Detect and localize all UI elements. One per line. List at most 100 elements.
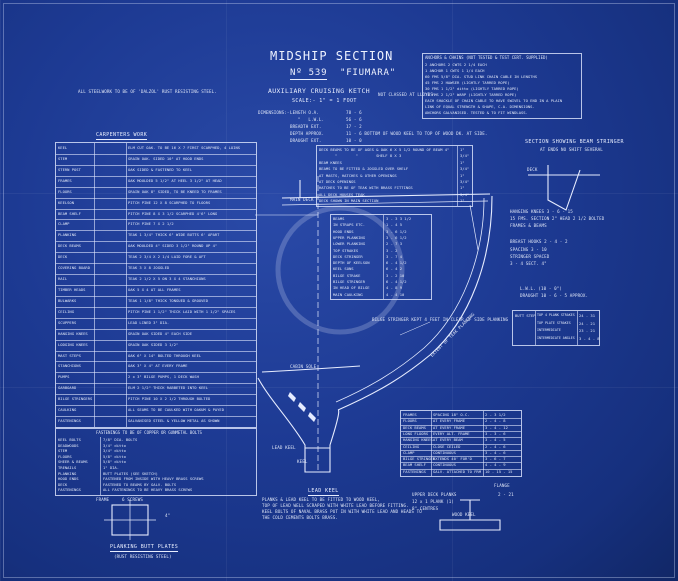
spacing-label: 4" bbox=[165, 513, 171, 518]
anchors-line: EACH SHACKLE OF CHAIN CABLE TO HAVE SWIV… bbox=[425, 98, 563, 103]
sheet-border bbox=[3, 3, 675, 578]
beam-value: 3/4" bbox=[460, 179, 470, 184]
butt-key: TOP 4 PLANK STRAKES bbox=[537, 313, 575, 317]
table-row-divider bbox=[401, 462, 521, 464]
scantling-key: BILGE STRINGER bbox=[333, 279, 366, 284]
lwl-label: L.W.L. (10 - 0") bbox=[520, 286, 562, 291]
beam-row: BEAMS TO BE FITTED & JOGGLED OVER SHELF bbox=[319, 166, 409, 172]
table-row-divider bbox=[56, 186, 256, 188]
carpenters-value: PITCH PINE 8 X 3 1/2 SCARPHED 4'6" LONG bbox=[128, 210, 218, 216]
anchors-line: 45 FMS 2 HAWSER (LIGHTLY TARRED ROPE) bbox=[425, 80, 510, 85]
stringer-label: STRINGER SPACED bbox=[510, 254, 550, 259]
table-row-divider bbox=[56, 372, 256, 374]
table-row-divider bbox=[401, 468, 521, 470]
scantling-value: 3 - 7 4 bbox=[386, 253, 403, 259]
block-label: WOOD KEEL bbox=[452, 512, 476, 517]
stringer-detail bbox=[547, 165, 581, 211]
dimension-value: 78 - 6 bbox=[346, 110, 362, 115]
frame-key: FRAMES bbox=[403, 412, 417, 417]
frame-size: 10 - 15 - 15 bbox=[485, 468, 513, 474]
carpenters-value: OAK 3" X 4" AT EVERY FRAME bbox=[128, 363, 188, 369]
butt-value: 23 - 21 bbox=[579, 328, 596, 333]
stringer-label: BREAST HOOKS 2 - 4 - 2 bbox=[510, 239, 568, 244]
dimension-value: 17 - 2 bbox=[346, 124, 362, 129]
scantling-key: MAIN CAULKING bbox=[333, 291, 363, 297]
table-row-divider bbox=[56, 153, 256, 155]
table-row-divider bbox=[56, 306, 256, 308]
scantling-value: 4 - 8 9 bbox=[386, 285, 403, 291]
table-row-divider bbox=[56, 361, 256, 363]
scantling-key: HOOD ENDS bbox=[333, 228, 354, 234]
dimension-key: LENGTH O.A. bbox=[290, 110, 319, 115]
column-divider bbox=[535, 311, 536, 345]
scale-label: SCALE:- 1" = 1 FOOT bbox=[292, 98, 357, 104]
frame-value: AT EVERY FRAME bbox=[433, 418, 466, 424]
frame-key: CEILING bbox=[403, 443, 420, 449]
steel-note: ALL STEELWORK TO BE OF 'DALZOL' RUST RES… bbox=[78, 89, 217, 94]
table-row-divider bbox=[401, 437, 521, 439]
frame-size: 2 - 3 1/2 bbox=[485, 412, 506, 417]
dimension-value: 10 - 0 bbox=[346, 138, 362, 143]
keel-hatching bbox=[288, 392, 316, 422]
anchors-line: 2 ANCHORS 2 CWTS 2 1/4 EACH bbox=[425, 62, 487, 67]
stringer-label: 15 FMS. SECTION 2" HEAD 2 1/2 BOLTED bbox=[510, 216, 605, 221]
table-row-divider bbox=[401, 418, 521, 420]
scantling-value: 3 - 6 1/2 bbox=[386, 234, 407, 240]
carpenters-value: TEAK 2 1/2 X 5 ON 3 X 4 STANCHIONS bbox=[128, 276, 206, 282]
butt-step-title: BUTT STEP bbox=[515, 313, 536, 318]
frame-size: 3 - 4 - 6 bbox=[485, 449, 506, 455]
carpenters-key: FRAMES bbox=[58, 177, 72, 183]
table-row-divider bbox=[56, 295, 256, 297]
carpenters-key: STANCHIONS bbox=[58, 363, 81, 369]
frame-key: FASTENINGS bbox=[403, 468, 426, 474]
frame-value: GALV. ATTACHED TO FRM bbox=[433, 468, 482, 474]
scantling-key: TOP STRAKES bbox=[333, 247, 359, 253]
carpenters-key: CEILING bbox=[58, 308, 75, 314]
fastening-key: TRENAILS bbox=[58, 465, 77, 470]
leader-line bbox=[399, 321, 431, 336]
table-row-divider bbox=[56, 416, 256, 418]
lead-keel-line: PLANKS & LEAD KEEL TO BE FITTED TO WOOD … bbox=[262, 497, 380, 502]
butt-key: INTERMEDIATE ANGLES bbox=[537, 335, 575, 340]
scantling-value: 6 - 4 1/2 bbox=[386, 260, 407, 266]
butt-key: TOP PLATE STRAKES bbox=[537, 320, 571, 325]
carpenters-key: KEEL bbox=[58, 145, 68, 150]
scantling-key: IN STRAPS ETC. bbox=[333, 222, 366, 228]
carpenters-value: TEAK 2 3/4 X 2 1/4 LAID FORE & AFT bbox=[128, 254, 206, 260]
fastening-value: 5/8" ditto bbox=[103, 459, 126, 465]
lloyds-note: NOT CLASSED AT LLOYDS. bbox=[378, 92, 436, 97]
table-row-divider bbox=[56, 219, 256, 221]
table-row-divider bbox=[56, 230, 256, 232]
beam-value: 1" bbox=[460, 147, 465, 152]
frame-size: 4 - 4 - 9 bbox=[485, 462, 506, 468]
keel-label: KEEL bbox=[297, 459, 308, 464]
stringer-label: FRAMES & BEAMS bbox=[510, 223, 547, 228]
scantling-value: 1 - 4 5 bbox=[386, 222, 403, 228]
carpenters-key: SCUPPERS bbox=[58, 319, 77, 325]
carpenters-value: PITCH PINE 12 X 8 SCARPHED TO FLOORS bbox=[128, 199, 211, 205]
block-label: 8" CENTRES bbox=[412, 506, 439, 511]
fastenings-table: FASTENINGS TO BE OF COPPER OR GUNMETAL B… bbox=[55, 428, 257, 496]
beam-row: AT DECK OPENINGS bbox=[319, 179, 356, 184]
fastening-key: DEADWOODS bbox=[58, 442, 79, 448]
frame-size: 3 - 6 - 7 bbox=[485, 456, 506, 462]
carpenters-key: LODGING KNEES bbox=[58, 341, 88, 347]
carpenters-value: 2 x 3" BILGE PUMPS, 1 DECK WASH bbox=[128, 374, 199, 380]
scantling-value: 3 - 2 10 bbox=[386, 272, 405, 278]
table-row-divider bbox=[56, 175, 256, 177]
carpenters-key: STEM bbox=[58, 155, 68, 161]
frame-size: 3 - 4 - 5 bbox=[485, 437, 506, 443]
drawing-number: Nº 539 bbox=[290, 68, 328, 80]
carpenters-value: TEAK 3 X 8 JOGGLED bbox=[128, 265, 170, 271]
stringer-label: HANGING KNEES 3 - 6 - 15 bbox=[510, 209, 573, 214]
beam-value: 1" bbox=[460, 172, 465, 178]
fastening-key: PLANKING bbox=[58, 470, 77, 476]
frame-size: 2 - 4 - 8 bbox=[485, 418, 506, 424]
dimension-value: 11 - 6 BOTTOM OF WOOD KEEL TO TOP OF WOO… bbox=[346, 131, 488, 136]
table-row-divider bbox=[401, 430, 521, 432]
carpenters-key: CAULKING bbox=[58, 407, 77, 413]
carpenters-key: STERN POST bbox=[58, 166, 81, 172]
carpenters-value: ELM CUT OAK. TO BE 16 X 7 FIRST SCARPHED… bbox=[128, 145, 241, 150]
table-row-divider bbox=[56, 263, 256, 265]
